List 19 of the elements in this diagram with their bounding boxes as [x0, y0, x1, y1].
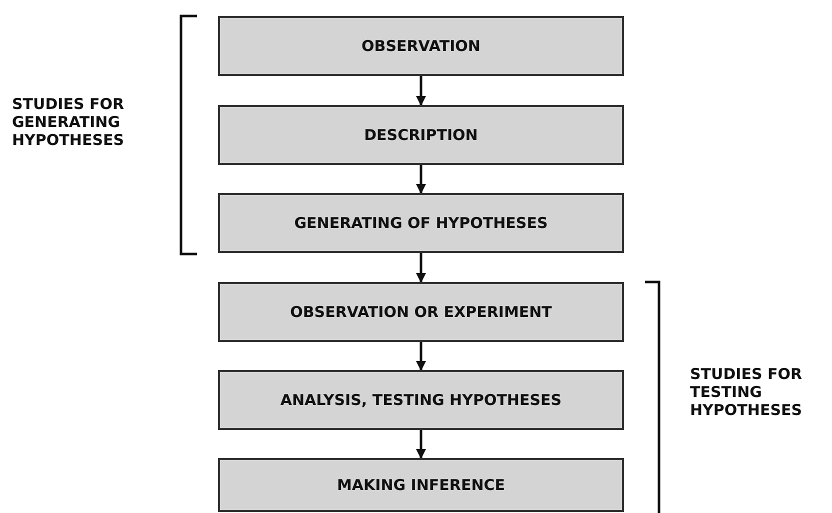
process-box — [218, 193, 624, 253]
arrow — [416, 165, 426, 194]
box-label: DESCRIPTION — [364, 126, 478, 144]
process-box — [218, 16, 624, 76]
arrow — [416, 253, 426, 283]
arrow — [416, 430, 426, 459]
process-box — [218, 458, 624, 512]
arrow — [416, 76, 426, 106]
group-label: STUDIES FOR TESTING HYPOTHESES — [690, 365, 804, 419]
box-label: GENERATING OF HYPOTHESES — [294, 214, 548, 232]
box-label: OBSERVATION — [362, 37, 480, 55]
box-label: MAKING INFERENCE — [336, 476, 506, 494]
box-label: OBSERVATION OR EXPERIMENT — [290, 303, 552, 321]
process-box — [218, 282, 624, 342]
process-box — [218, 370, 624, 430]
process-box — [218, 105, 624, 165]
arrow — [416, 342, 426, 371]
box-label: ANALYSIS, TESTING HYPOTHESES — [280, 391, 562, 409]
group-label: STUDIES FOR GENERATING HYPOTHESES — [12, 95, 126, 149]
